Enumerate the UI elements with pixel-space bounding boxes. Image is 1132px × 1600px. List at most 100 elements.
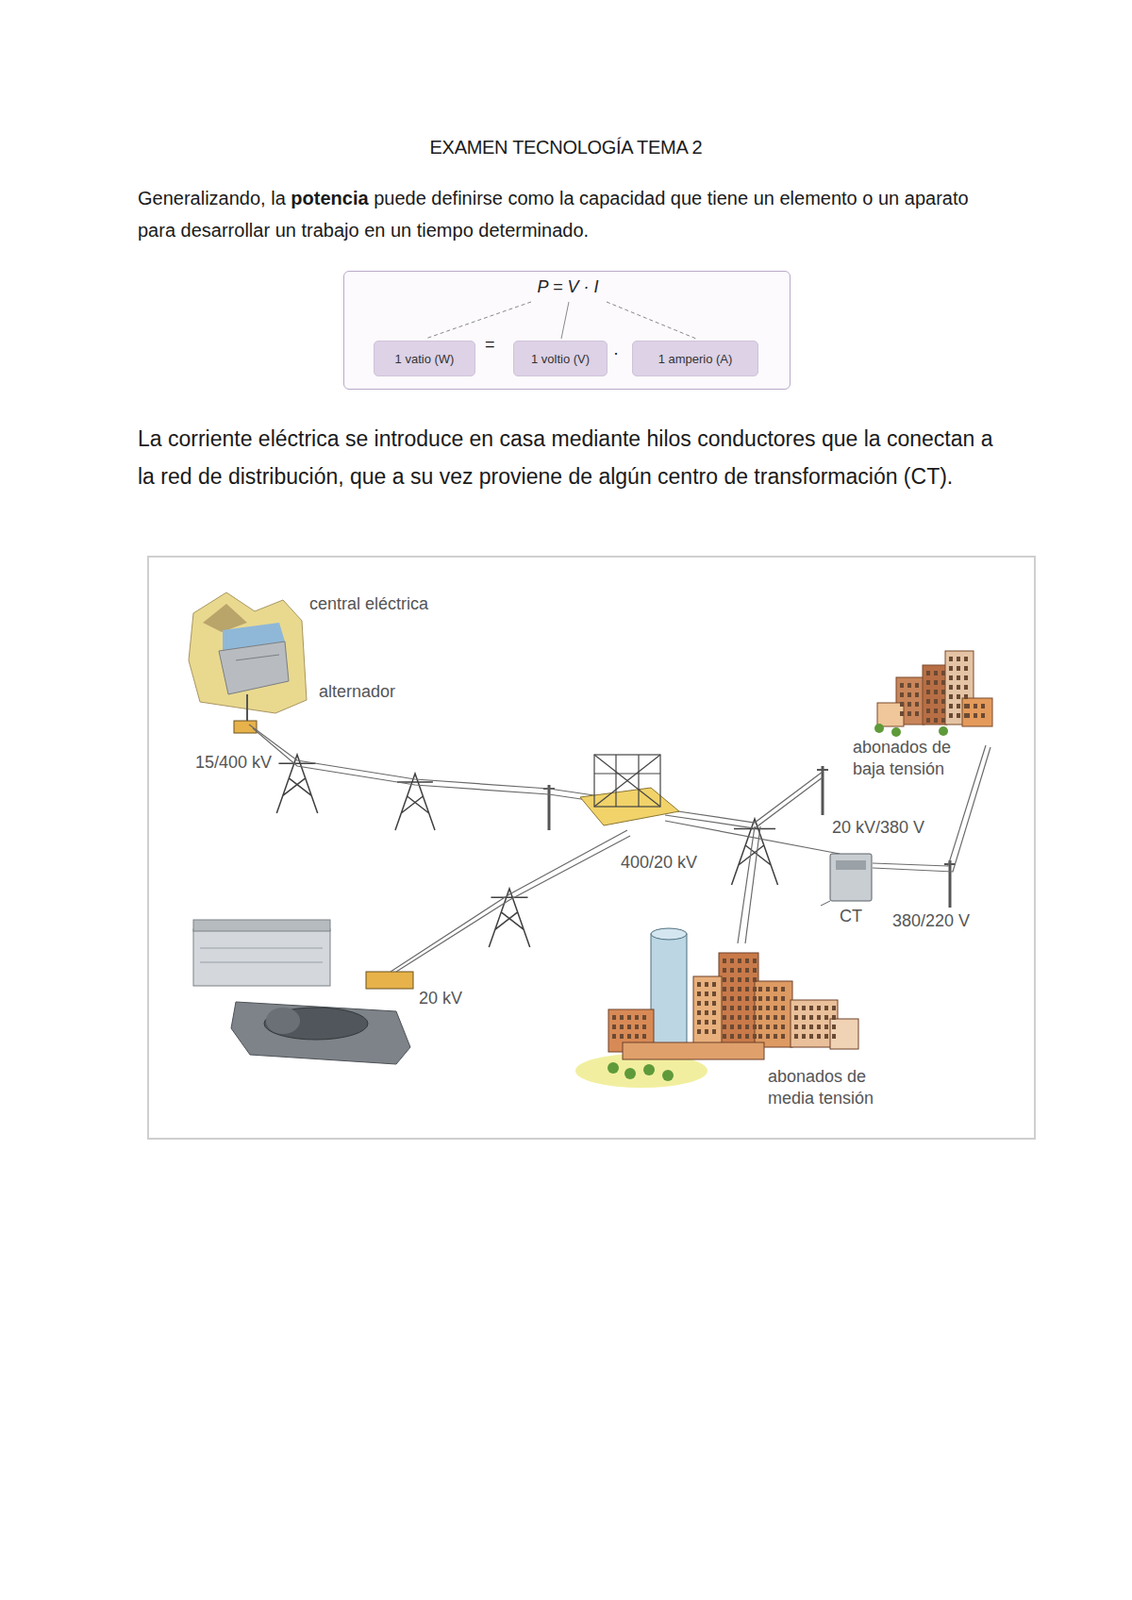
drawing-part xyxy=(907,692,912,698)
drawing-part xyxy=(737,1015,742,1020)
drawing-part xyxy=(276,754,317,814)
drawing-part xyxy=(941,708,946,714)
drawing-part xyxy=(801,1015,806,1020)
drawing-part xyxy=(722,1033,727,1039)
leader-line xyxy=(606,301,697,339)
drawing-part xyxy=(765,1033,770,1039)
drawing-part xyxy=(915,682,919,688)
drawing-part xyxy=(612,1024,616,1030)
drawing-part xyxy=(765,986,770,992)
drawing-part xyxy=(752,967,757,973)
drawing-part xyxy=(874,723,884,733)
drawing-part xyxy=(973,713,978,718)
drawing-part xyxy=(956,703,961,709)
drawing-part xyxy=(948,684,953,690)
drawing-part xyxy=(926,717,931,723)
city-low-voltage xyxy=(874,650,993,737)
drawing-part xyxy=(964,656,968,662)
drawing-part xyxy=(594,772,661,774)
drawing-part xyxy=(941,680,946,685)
drawing-part xyxy=(722,977,727,983)
drawing-part xyxy=(704,1019,709,1025)
drawing-part xyxy=(730,1024,734,1030)
drawing-part xyxy=(199,962,323,964)
drawing-part xyxy=(745,826,761,944)
substation xyxy=(580,754,680,826)
drawing-part xyxy=(712,1029,716,1034)
drawing-part xyxy=(964,675,968,681)
figure-frame xyxy=(148,556,1035,1139)
drawing-part xyxy=(752,986,757,992)
drawing-part xyxy=(745,967,750,973)
leader-line xyxy=(561,301,569,339)
drawing-part xyxy=(965,713,970,718)
drawing-part xyxy=(665,771,823,823)
drawing-part xyxy=(396,835,631,972)
drawing-part xyxy=(548,784,551,831)
drawing-part xyxy=(981,703,985,709)
drawing-part xyxy=(907,701,912,707)
thermal-plant xyxy=(193,919,414,1065)
drawing-part xyxy=(249,724,614,799)
drawing-part xyxy=(607,1062,674,1082)
drawing-part xyxy=(718,952,759,1048)
drawing-part xyxy=(781,1005,785,1011)
drawing-part xyxy=(627,1024,632,1030)
voltage-label: 20 kV xyxy=(416,987,465,1010)
drawing-part xyxy=(722,1015,727,1020)
drawing-part xyxy=(737,977,742,983)
drawing-part xyxy=(830,853,872,901)
drawing-part xyxy=(926,699,931,704)
drawing-part xyxy=(752,1033,757,1039)
drawing-part xyxy=(899,692,904,698)
drawing-part xyxy=(765,1024,770,1030)
drawing-part xyxy=(941,670,946,676)
drawing-part xyxy=(941,689,946,695)
drawing-part xyxy=(781,1024,785,1030)
equals-sign: = xyxy=(484,334,496,355)
drawing-part xyxy=(816,1033,821,1039)
drawing-part xyxy=(973,703,978,709)
drawing-part xyxy=(193,919,331,932)
drawing-part xyxy=(730,1015,734,1020)
drawing-part xyxy=(619,1033,624,1039)
drawing-part xyxy=(722,1024,727,1030)
drawing-part xyxy=(745,996,750,1001)
drawing-part xyxy=(758,996,763,1001)
drawing-part xyxy=(615,754,616,807)
drawing-part xyxy=(944,863,956,866)
part-label: alternador xyxy=(316,681,398,703)
drawing-part xyxy=(634,1024,639,1030)
power-towers xyxy=(276,754,956,948)
drawing-part xyxy=(704,1029,709,1034)
unit-text: 1 vatio (W) xyxy=(395,351,455,367)
drawing-part xyxy=(964,684,968,690)
drawing-part xyxy=(758,1015,763,1020)
drawing-part xyxy=(712,1000,716,1006)
drawing-part xyxy=(722,967,727,973)
drawing-part xyxy=(193,929,331,986)
drawing-part xyxy=(730,958,734,964)
drawing-part xyxy=(612,1033,616,1039)
drawing-part xyxy=(594,754,661,807)
leader-line xyxy=(425,301,532,339)
drawing-part xyxy=(730,977,734,983)
drawing-part xyxy=(835,860,866,870)
part-label: abonados de media tensión xyxy=(765,1065,893,1110)
drawing-part xyxy=(773,986,778,992)
drawing-part xyxy=(964,665,968,671)
drawing-part xyxy=(722,986,727,992)
drawing-part xyxy=(809,1033,814,1039)
drawing-part xyxy=(824,1024,829,1030)
drawing-part xyxy=(773,1024,778,1030)
drawing-part xyxy=(933,680,938,685)
drawing-part xyxy=(266,1007,300,1034)
drawing-part xyxy=(907,711,912,716)
drawing-part xyxy=(704,1010,709,1016)
drawing-part xyxy=(752,1005,757,1011)
drawing-part xyxy=(199,948,323,963)
drawing-part xyxy=(697,991,701,997)
drawing-part xyxy=(832,1024,836,1030)
drawing-part xyxy=(233,720,257,733)
drawing-part xyxy=(627,1015,632,1020)
